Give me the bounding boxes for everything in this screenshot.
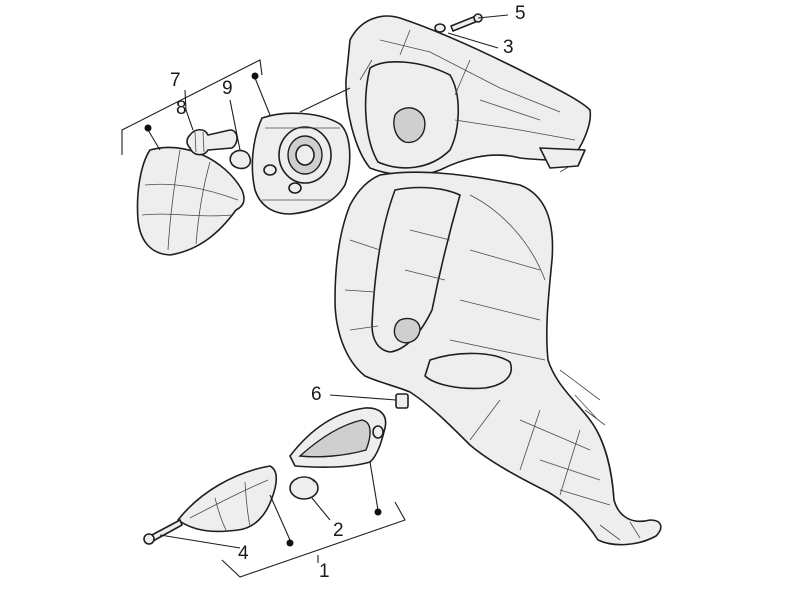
- turn-signal-lens: [177, 465, 278, 533]
- screw-top: [434, 13, 483, 33]
- callout-2: 2: [333, 520, 344, 541]
- clip-part: [395, 393, 409, 409]
- callout-3: 3: [503, 37, 514, 58]
- callout-8: 8: [176, 98, 187, 119]
- bulb-socket: [186, 128, 238, 156]
- callout-6: 6: [311, 384, 322, 405]
- small-bulb: [229, 149, 252, 170]
- front-shield: [334, 171, 662, 546]
- headlight-lens: [136, 146, 245, 256]
- turn-signal-bulb: [289, 476, 319, 500]
- callout-4: 4: [238, 543, 249, 564]
- headlight-housing: [251, 112, 351, 215]
- marker-dots: [144, 72, 382, 547]
- screw-bottom: [143, 519, 183, 545]
- leader-lines: [121, 14, 509, 578]
- callout-9: 9: [222, 78, 233, 99]
- turn-signal-holder: [289, 407, 387, 468]
- callout-1: 1: [319, 561, 330, 582]
- callout-5: 5: [515, 3, 526, 24]
- handlebar-cover: [345, 15, 592, 176]
- callout-7: 7: [170, 70, 181, 91]
